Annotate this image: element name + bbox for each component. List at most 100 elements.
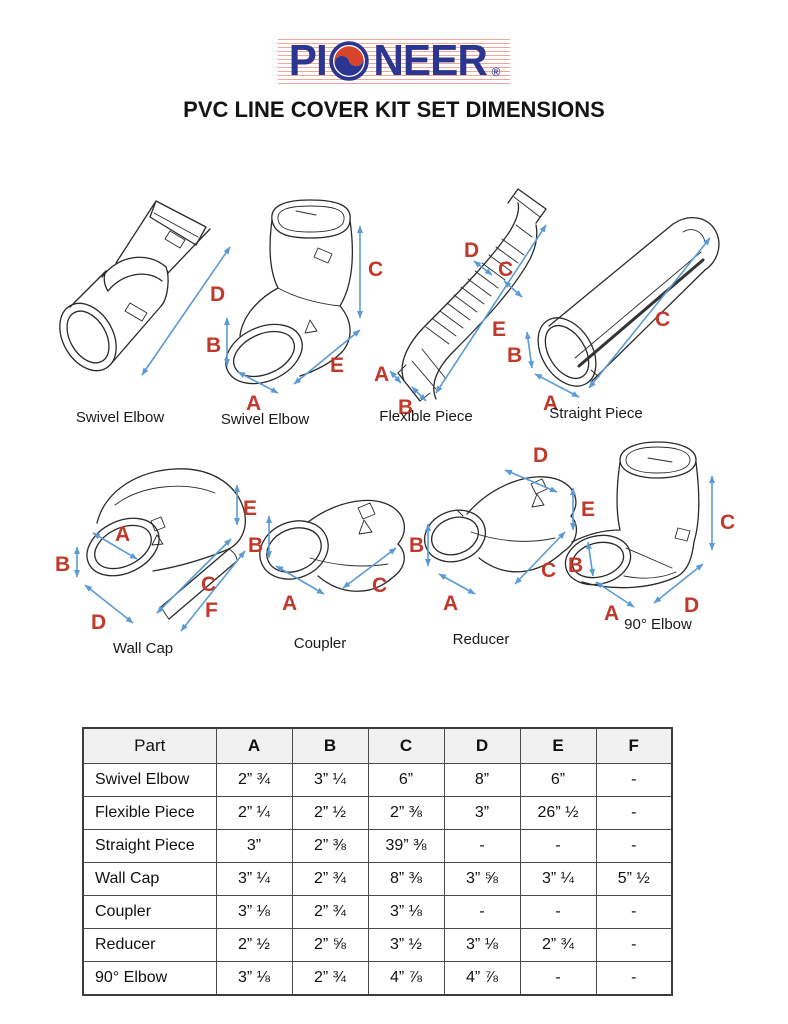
dimension-cell: - [443, 895, 521, 929]
dim-arrow-d [141, 246, 231, 376]
dim-label-a: A [443, 592, 458, 615]
table-row: Straight Piece 3” 2” ⅜ 39” ⅜ - - - [82, 829, 673, 863]
dim-arrow-c [514, 531, 566, 585]
dim-label-e: E [243, 497, 257, 520]
dim-label-a: A [246, 392, 261, 415]
dim-arrow-d [653, 563, 704, 604]
dim-label-b: B [507, 344, 522, 367]
dimension-cell: - [519, 895, 597, 929]
dim-label-e: E [492, 318, 506, 341]
column-header-d: D [443, 727, 521, 764]
dim-arrow-d [504, 469, 558, 493]
figure-flexible-piece: D C E A B [374, 188, 547, 419]
column-header-e: E [519, 727, 597, 764]
part-name-cell: Reducer [82, 928, 217, 962]
figure-caption: 90° Elbow [624, 616, 692, 633]
dim-label-d: D [684, 594, 699, 617]
dimension-cell: - [595, 829, 673, 863]
table-header-row: Part A B C D E F [82, 727, 673, 764]
dim-arrow-a [275, 565, 325, 595]
taegeuk-icon [329, 41, 369, 81]
dim-arrow-a [534, 373, 580, 398]
figure-90-elbow: C B A D [564, 441, 735, 625]
part-name-cell: Swivel Elbow [82, 763, 217, 797]
logo-text-prefix: PI [288, 36, 327, 85]
dim-arrow-d [84, 584, 134, 624]
dim-arrow-c [342, 547, 397, 589]
table-row: Coupler 3” ⅛ 2” ¾ 3” ⅛ - - - [82, 895, 673, 929]
dim-label-b: B [398, 396, 413, 419]
dimension-cell: 39” ⅜ [367, 829, 445, 863]
dim-label-d: D [210, 283, 225, 306]
dim-arrow-a [438, 573, 476, 595]
figure-caption: Swivel Elbow [220, 411, 310, 428]
dim-arrow-a [237, 371, 279, 394]
dim-arrow-a [92, 532, 138, 560]
dim-label-c: C [372, 574, 387, 597]
part-name-cell: Wall Cap [82, 862, 217, 896]
dim-label-c: C [368, 258, 383, 281]
dimensions-table: Part A B C D E F Swivel Elbow 2” ¾ 3” ¼ … [82, 727, 673, 996]
figure-wall-cap: E A B C F D [55, 468, 257, 634]
dimension-cell: 3” ¼ [215, 862, 293, 896]
figure-reducer: D E B C A [409, 444, 595, 615]
dimension-cell: 6” [367, 763, 445, 797]
dim-label-a: A [374, 363, 389, 386]
dimension-cell: 3” ⅛ [443, 928, 521, 962]
table-row: Reducer 2” ½ 2” ⅝ 3” ½ 3” ⅛ 2” ¾ - [82, 928, 673, 962]
dim-arrow-b [411, 386, 427, 402]
dimension-cell: 2” ½ [215, 928, 293, 962]
dimension-cell: - [595, 928, 673, 962]
figure-swivel-elbow-upright: C B A E [206, 199, 383, 415]
dimension-cell: - [519, 961, 597, 996]
dimension-cell: 3” ⅛ [215, 895, 293, 929]
pioneer-logo: PI NEER ® [277, 36, 511, 86]
dim-label-b: B [248, 534, 263, 557]
logo-row: PI NEER ® [0, 36, 788, 86]
dim-label-e: E [581, 498, 595, 521]
part-name-cell: Flexible Piece [82, 796, 217, 830]
dim-label-d: D [91, 611, 106, 634]
dimension-cell: - [443, 829, 521, 863]
column-header-c: C [367, 727, 445, 764]
dimension-cell: - [595, 763, 673, 797]
dimension-cell: 2” ¾ [291, 961, 369, 996]
dimension-cell: 3” ⅛ [215, 961, 293, 996]
dim-label-a: A [543, 392, 558, 415]
dim-label-b: B [568, 554, 583, 577]
figure-caption: Straight Piece [549, 405, 643, 422]
dim-arrow-b [524, 331, 535, 369]
dimension-cell: - [595, 895, 673, 929]
dim-label-e: E [330, 354, 344, 377]
dimension-cell: 8” ⅜ [367, 862, 445, 896]
dimension-cell: 5” ½ [595, 862, 673, 896]
logo-text-suffix: NEER [373, 36, 488, 85]
table-row: Wall Cap 3” ¼ 2” ¾ 8” ⅜ 3” ⅝ 3” ¼ 5” ½ [82, 862, 673, 896]
dim-arrow-a [595, 581, 635, 608]
figure-caption: Coupler [293, 635, 347, 652]
dimension-cell: 6” [519, 763, 597, 797]
dim-arrow-e [293, 329, 361, 385]
figure-swivel-elbow-extended: D [59, 200, 231, 376]
page-title: PVC LINE COVER KIT SET DIMENSIONS [183, 97, 605, 122]
table-row: Flexible Piece 2” ¼ 2” ½ 2” ⅜ 3” 26” ½ - [82, 796, 673, 830]
dimension-cell: 2” ⅜ [291, 829, 369, 863]
column-header-part: Part [82, 727, 217, 764]
dimension-cell: - [519, 829, 597, 863]
dimension-cell: 2” ¾ [291, 895, 369, 929]
part-name-cell: 90° Elbow [82, 961, 217, 996]
dim-arrow-c [588, 237, 711, 389]
dimension-cell: 2” ¾ [215, 763, 293, 797]
dimension-cell: 3” ¼ [291, 763, 369, 797]
dimension-cell: 3” ⅝ [443, 862, 521, 896]
dimension-cell: 2” ¾ [291, 862, 369, 896]
dim-label-d: D [464, 239, 479, 262]
figure-straight-piece: C B A [507, 217, 720, 415]
dim-arrow-a [389, 370, 402, 384]
dim-label-a: A [115, 523, 130, 546]
dimension-cell: 2” ⅝ [291, 928, 369, 962]
dimension-cell: - [595, 796, 673, 830]
dimension-cell: 3” [215, 829, 293, 863]
dim-label-c: C [655, 308, 670, 331]
